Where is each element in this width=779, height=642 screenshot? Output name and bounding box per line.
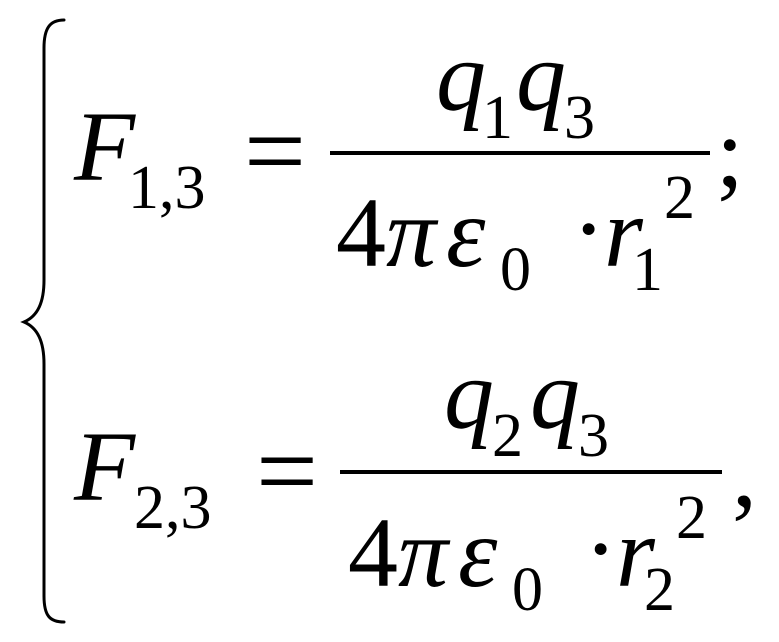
pi-symbol: π bbox=[398, 497, 451, 608]
distance-symbol: r bbox=[616, 497, 656, 608]
denominator-coefficient: 4 bbox=[336, 177, 386, 288]
semicolon: ; bbox=[716, 97, 744, 208]
distance-subscript: 2 bbox=[644, 556, 675, 624]
distance-exponent: 2 bbox=[676, 484, 707, 552]
equation-2: F 2,3 = q 2 q 3 4 π ε 0 · r 2 2 , bbox=[73, 339, 757, 624]
equals-sign: = bbox=[244, 90, 306, 212]
comma: , bbox=[732, 417, 757, 528]
epsilon-symbol: ε bbox=[446, 177, 486, 288]
charge-symbol: q bbox=[530, 339, 580, 450]
charge-subscript: 2 bbox=[492, 402, 523, 470]
charge-subscript: 1 bbox=[482, 84, 513, 152]
denominator-coefficient: 4 bbox=[348, 497, 398, 608]
multiplication-dot: · bbox=[572, 173, 605, 284]
charge-subscript: 3 bbox=[578, 402, 609, 470]
epsilon-symbol: ε bbox=[458, 497, 498, 608]
charge-symbol: q bbox=[516, 21, 566, 132]
distance-subscript: 1 bbox=[632, 236, 663, 304]
multiplication-dot: · bbox=[584, 493, 617, 604]
force-subscript: 1,3 bbox=[128, 154, 206, 222]
force-symbol: F bbox=[73, 411, 136, 522]
epsilon-subscript: 0 bbox=[500, 236, 531, 304]
equals-sign: = bbox=[256, 410, 318, 532]
charge-symbol: q bbox=[444, 339, 494, 450]
charge-subscript: 3 bbox=[564, 84, 595, 152]
left-brace bbox=[20, 18, 66, 624]
pi-symbol: π bbox=[386, 177, 439, 288]
charge-symbol: q bbox=[436, 21, 486, 132]
epsilon-subscript: 0 bbox=[512, 556, 543, 624]
distance-exponent: 2 bbox=[664, 164, 695, 232]
force-symbol: F bbox=[73, 91, 136, 202]
distance-symbol: r bbox=[604, 177, 644, 288]
equation-1: F 1,3 = q 1 q 3 4 π ε 0 · r 1 2 ; bbox=[73, 21, 744, 304]
force-subscript: 2,3 bbox=[134, 474, 212, 542]
